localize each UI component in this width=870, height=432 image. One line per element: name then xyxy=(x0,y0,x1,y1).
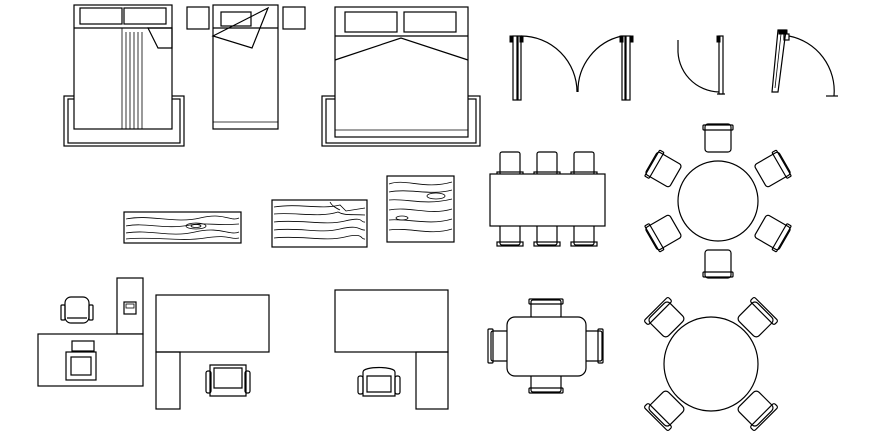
square-table-top xyxy=(506,316,587,377)
dining-chair xyxy=(496,151,524,177)
dining-chair xyxy=(533,151,561,177)
pillow xyxy=(344,11,398,33)
desk-return xyxy=(415,351,449,410)
bed-frame xyxy=(212,4,279,130)
rectangular-dining-table-six-chairs xyxy=(489,151,606,247)
round-table-top xyxy=(677,160,759,242)
single-bed-with-nightstands xyxy=(186,4,306,130)
dining-chair xyxy=(702,249,734,279)
desk-top xyxy=(155,294,270,353)
bed-frame xyxy=(334,6,469,138)
dining-chair xyxy=(644,149,682,188)
double-bed-with-rug xyxy=(321,6,481,147)
pillow xyxy=(220,11,252,27)
pillow xyxy=(123,7,167,25)
square-table-four-chairs xyxy=(487,298,604,394)
dining-chair xyxy=(570,151,598,177)
dining-chair xyxy=(528,298,564,319)
office-chair xyxy=(60,296,94,324)
dining-chair xyxy=(644,297,685,338)
single-swing-door xyxy=(677,35,725,95)
office-chair xyxy=(205,364,251,397)
dining-chair xyxy=(644,390,685,431)
folded-sheet xyxy=(147,27,173,49)
keyboard-icon xyxy=(71,340,95,352)
dining-chair xyxy=(528,373,564,394)
dining-chair xyxy=(754,214,792,253)
wood-plank-long xyxy=(123,211,242,244)
nightstand xyxy=(282,6,306,30)
l-shaped-desk-with-chair-right xyxy=(334,289,449,410)
office-desk-with-chair xyxy=(37,277,144,387)
pillow xyxy=(403,11,457,33)
folded-sheet xyxy=(211,6,270,49)
dining-chair xyxy=(644,214,682,253)
desk-top xyxy=(334,289,449,353)
desk-return xyxy=(155,351,181,410)
round-dining-table-six-chairs xyxy=(644,123,792,279)
wood-plank-square xyxy=(386,175,455,243)
round-table-four-chairs xyxy=(644,297,778,431)
single-bed-with-rug xyxy=(63,4,185,147)
wood-plank-medium xyxy=(271,199,368,248)
door-swing-arc xyxy=(788,35,835,97)
pillow xyxy=(79,7,123,25)
door-swing-arc xyxy=(520,35,578,93)
door-swing-arc xyxy=(577,35,623,93)
dining-chair xyxy=(583,328,604,364)
office-chair xyxy=(357,366,401,397)
nightstand xyxy=(186,6,210,30)
l-shaped-desk-with-chair-left xyxy=(155,294,270,410)
dining-chair xyxy=(737,297,778,338)
bed-frame xyxy=(73,4,173,130)
round-table-top xyxy=(663,316,759,412)
dining-chair xyxy=(702,123,734,153)
dining-chair xyxy=(754,149,792,188)
desk-return xyxy=(116,277,144,335)
double-swing-door xyxy=(509,35,634,101)
folded-sheet xyxy=(334,37,469,61)
monitor-icon xyxy=(65,351,97,381)
phone-icon xyxy=(123,301,137,315)
dining-chair xyxy=(737,390,778,431)
door-swing-arc xyxy=(677,47,720,93)
dining-table-top xyxy=(489,173,606,227)
dining-chair xyxy=(487,328,510,364)
swing-door-with-frame xyxy=(771,29,838,97)
